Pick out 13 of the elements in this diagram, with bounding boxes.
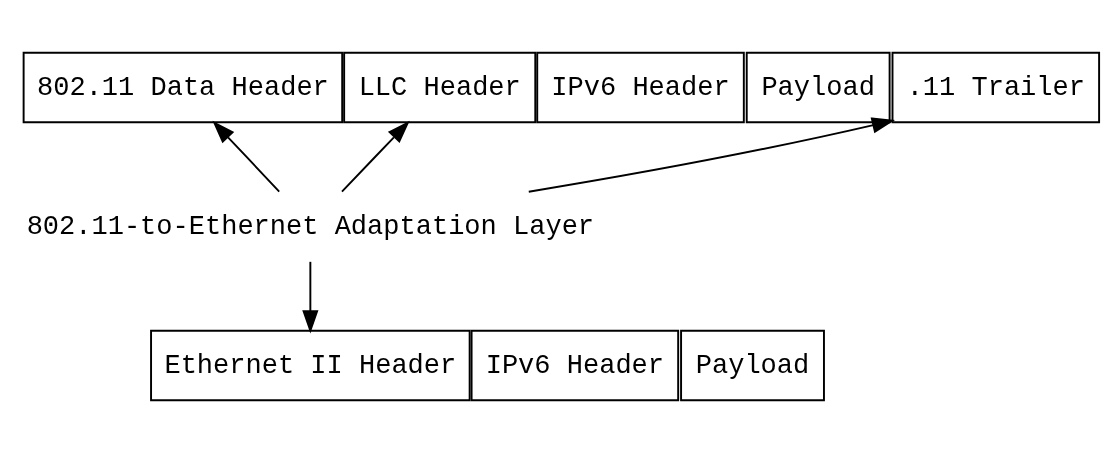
arrow: [341, 120, 410, 193]
node-text: 802.11-to-Ethernet Adaptation Layer: [26, 210, 595, 242]
arrow: [212, 120, 281, 193]
arrow: [302, 260, 319, 334]
node-box: Payload: [680, 329, 825, 402]
node-box: Ethernet II Header: [150, 329, 471, 402]
node-box: .11 Trailer: [891, 51, 1101, 124]
node-box: 802.11 Data Header: [22, 51, 344, 124]
node-box: IPv6 Header: [536, 51, 745, 124]
node-box: LLC Header: [343, 51, 537, 124]
arrow: [527, 117, 896, 193]
node-box: Payload: [745, 51, 891, 124]
node-box: IPv6 Header: [470, 329, 680, 402]
